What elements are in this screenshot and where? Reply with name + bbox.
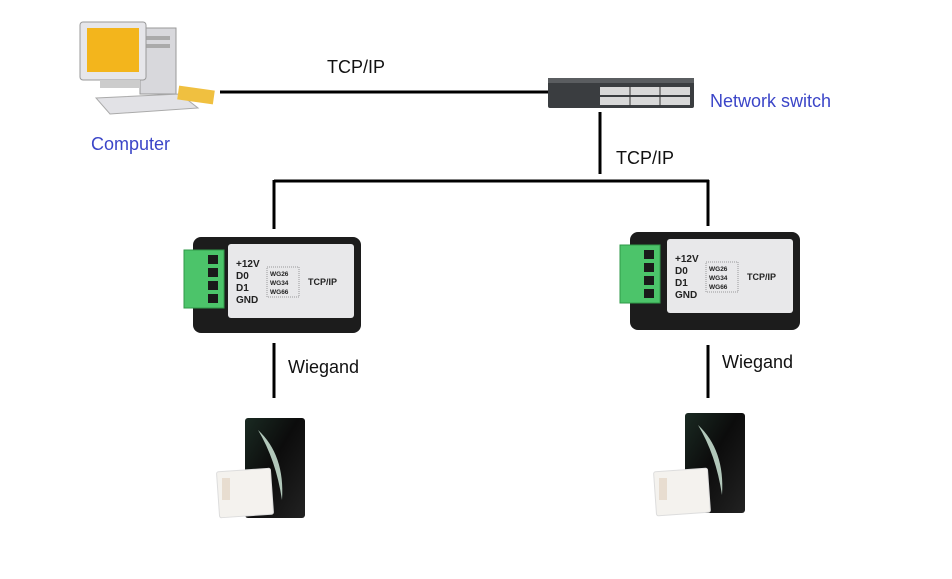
pin-label: D1: [236, 283, 249, 294]
wiegand-tcpip-converter: +12V D0 D1 GND WG26 WG34 WG66 TCP/IP: [619, 232, 800, 330]
desktop-computer-icon: [79, 21, 215, 115]
mode-label: WG66: [270, 289, 289, 296]
card-reader-icon: [216, 418, 305, 519]
mode-label: WG26: [709, 266, 728, 273]
pin-label: +12V: [236, 259, 260, 270]
connection-lines: [220, 90, 710, 398]
pin-label: GND: [675, 290, 697, 301]
protocol-label: TCP/IP: [308, 277, 337, 287]
pin-label: D0: [675, 266, 688, 277]
pin-label: D1: [675, 278, 688, 289]
link-label-computer-switch: TCP/IP: [327, 57, 385, 77]
network-switch-icon: [548, 78, 694, 108]
wiegand-tcpip-converter: +12V D0 D1 GND WG26 WG34 WG66 TCP/IP: [183, 237, 361, 333]
link-label-wiegand-left: Wiegand: [288, 357, 359, 377]
protocol-label: TCP/IP: [747, 272, 776, 282]
mode-label: WG34: [270, 280, 289, 287]
computer-label: Computer: [91, 134, 170, 154]
pin-label: D0: [236, 271, 249, 282]
link-label-wiegand-right: Wiegand: [722, 352, 793, 372]
pin-label: +12V: [675, 254, 699, 265]
switch-label: Network switch: [710, 91, 831, 111]
mode-label: WG66: [709, 284, 728, 291]
terminal-block: [619, 244, 661, 304]
mode-label: WG26: [270, 271, 289, 278]
terminal-block: [183, 249, 225, 309]
pin-label: GND: [236, 295, 258, 306]
card-reader-icon: [653, 413, 745, 517]
link-label-switch-modules: TCP/IP: [616, 148, 674, 168]
mode-label: WG34: [709, 275, 728, 282]
